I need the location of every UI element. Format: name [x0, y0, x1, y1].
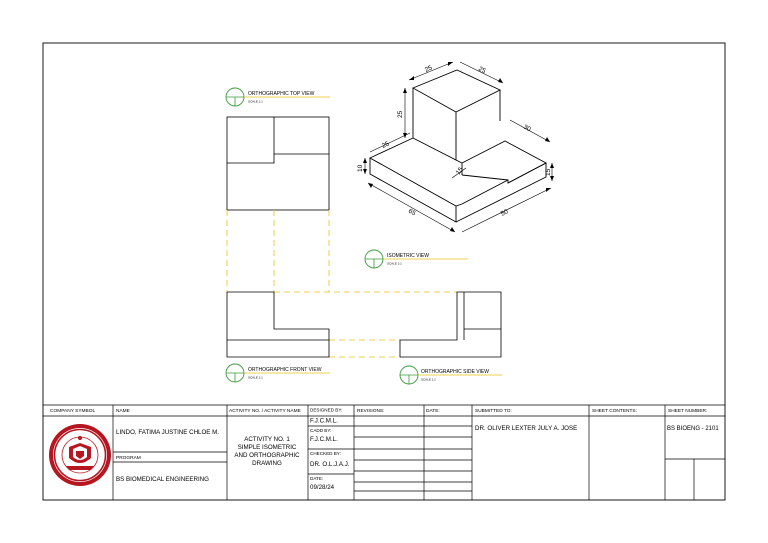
- label-top-view: ORTHOGRAPHIC TOP VIEW SCALE 1:1: [225, 87, 330, 107]
- program-value: BS BIOMEDICAL ENGINEERING: [116, 476, 209, 483]
- dim-small: 15: [455, 166, 465, 176]
- top-view-scale: SCALE 1:1: [248, 100, 263, 104]
- submitted-to-label: SUBMITTED TO:: [475, 408, 512, 414]
- dim-base-length: 65: [407, 208, 417, 218]
- sheet-border: [42, 42, 726, 501]
- front-view-scale: SCALE 1:1: [248, 376, 263, 380]
- top-view-title: ORTHOGRAPHIC TOP VIEW: [248, 91, 315, 97]
- dim-cube-top-right: 25: [477, 66, 487, 76]
- name-value: LINDO, FATIMA JUSTINE CHLOE M.: [116, 429, 219, 436]
- sheet-contents-label: SHEET CONTENTS:: [592, 408, 637, 414]
- date-label: DATE:: [310, 476, 323, 481]
- activity-line-4: DRAWING: [252, 460, 282, 467]
- dim-step-height: 15: [545, 168, 552, 176]
- name-label: NAME: [116, 408, 130, 414]
- designed-by-value: F.J.C.M.L.: [310, 418, 338, 425]
- side-view-title: ORTHOGRAPHIC SIDE VIEW: [421, 369, 489, 375]
- activity-line-1: ACTIVITY NO. 1: [244, 436, 290, 443]
- checked-by-label: CHECKED BY:: [310, 451, 341, 456]
- date-value: 09/28/24: [310, 484, 335, 491]
- checked-by-value: DR. O.L.J.A.J.: [310, 461, 350, 468]
- isometric-object: [369, 69, 547, 223]
- title-block: [43, 404, 725, 500]
- iso-view-scale: SCALE 1:1: [387, 262, 402, 266]
- activity-label: ACTIVITY NO. / ACTIVITY NAME: [229, 408, 301, 414]
- iso-dimension-lines: [364, 61, 553, 233]
- university-seal-logo: [49, 424, 111, 486]
- dim-base-width: 50: [500, 208, 510, 218]
- program-label: PROGRAM: [116, 455, 141, 461]
- front-view: [226, 291, 330, 358]
- dim-step-depth-left: 25: [381, 140, 391, 150]
- dim-cube-top-left: 25: [424, 64, 434, 74]
- activity-line-3: AND ORTHOGRAPHIC: [234, 452, 300, 459]
- revisions-date-label: DATE:: [426, 408, 440, 414]
- dim-cube-height: 25: [397, 110, 404, 118]
- designed-by-label: DESIGNED BY:: [310, 408, 342, 413]
- sheet-number-value: BS BIOENG - 2101: [667, 426, 719, 432]
- label-side-view: ORTHOGRAPHIC SIDE VIEW SCALE 1:1: [399, 365, 502, 385]
- side-view-scale: SCALE 1:1: [421, 378, 436, 382]
- cadd-by-label: CADD BY:: [310, 428, 331, 433]
- iso-dimension-arrows: [363, 62, 554, 232]
- front-view-title: ORTHOGRAPHIC FRONT VIEW: [248, 367, 322, 373]
- top-view: [226, 116, 330, 211]
- label-front-view: ORTHOGRAPHIC FRONT VIEW SCALE 1:1: [225, 363, 330, 383]
- activity-line-2: SIMPLE ISOMETRIC: [238, 444, 297, 451]
- dim-step-depth-right: 30: [522, 124, 532, 134]
- label-iso-view: ISOMETRIC VIEW SCALE 1:1: [364, 249, 468, 269]
- projection-lines: [226, 210, 457, 358]
- dim-base-height: 10: [357, 164, 364, 172]
- title-block-text: COMPANY SYMBOL NAME LINDO, FATIMA JUSTIN…: [50, 408, 719, 492]
- company-symbol-label: COMPANY SYMBOL: [50, 408, 95, 414]
- submitted-to-value: DR. OLIVER LEXTER JULY A. JOSE: [475, 425, 577, 432]
- iso-view-title: ISOMETRIC VIEW: [387, 253, 429, 259]
- side-view: [399, 291, 502, 358]
- cadd-by-value: F.J.C.M.L.: [310, 436, 338, 443]
- iso-dimension-texts: 25 25 25 25 30 10 15 65 50 15: [357, 64, 552, 218]
- sheet-number-label: SHEET NUMBER:: [668, 408, 707, 414]
- revisions-label: REVISIONS:: [357, 408, 384, 414]
